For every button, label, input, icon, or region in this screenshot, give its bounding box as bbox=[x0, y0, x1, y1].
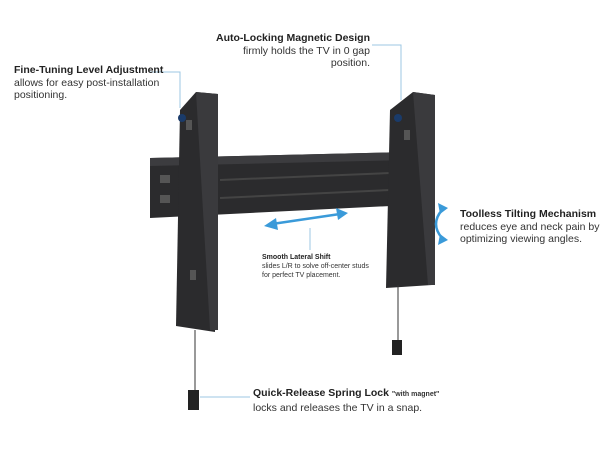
callout-body: slides L/R to solve off-center studs for… bbox=[262, 263, 369, 279]
callout-title: Smooth Lateral Shift bbox=[262, 254, 331, 261]
callout-toolless: Toolless Tilting Mechanism reduces eye a… bbox=[460, 208, 600, 246]
right-bracket bbox=[386, 92, 435, 355]
double-arrow-icon bbox=[264, 208, 348, 230]
callout-title: Quick-Release Spring Lock bbox=[253, 387, 389, 399]
callout-title: Fine-Tuning Level Adjustment bbox=[14, 64, 164, 76]
right-release-tab[interactable] bbox=[392, 340, 402, 355]
left-bracket bbox=[176, 92, 218, 410]
callout-body: reduces eye and neck pain by optimizing … bbox=[460, 220, 600, 246]
callout-note: "with magnet" bbox=[391, 391, 440, 398]
callout-body: locks and releases the TV in a snap. bbox=[253, 401, 423, 414]
callout-body: allows for easy post-installation positi… bbox=[14, 76, 160, 102]
callout-body: firmly holds the TV in 0 gap position. bbox=[242, 44, 370, 70]
left-release-tab[interactable] bbox=[188, 390, 199, 410]
callout-title: Toolless Tilting Mechanism bbox=[460, 208, 597, 220]
curved-tilt-arrow-icon bbox=[434, 203, 448, 245]
callout-title: Auto-Locking Magnetic Design bbox=[215, 32, 370, 44]
callout-lateral-shift: Smooth Lateral Shift slides L/R to solve… bbox=[262, 253, 372, 280]
callout-lines bbox=[150, 44, 402, 398]
callout-fine-tuning: Fine-Tuning Level Adjustment allows for … bbox=[14, 64, 184, 102]
callout-auto-locking: Auto-Locking Magnetic Design firmly hold… bbox=[216, 32, 370, 70]
callout-quick-release: Quick-Release Spring Lock "with magnet" … bbox=[253, 387, 513, 414]
